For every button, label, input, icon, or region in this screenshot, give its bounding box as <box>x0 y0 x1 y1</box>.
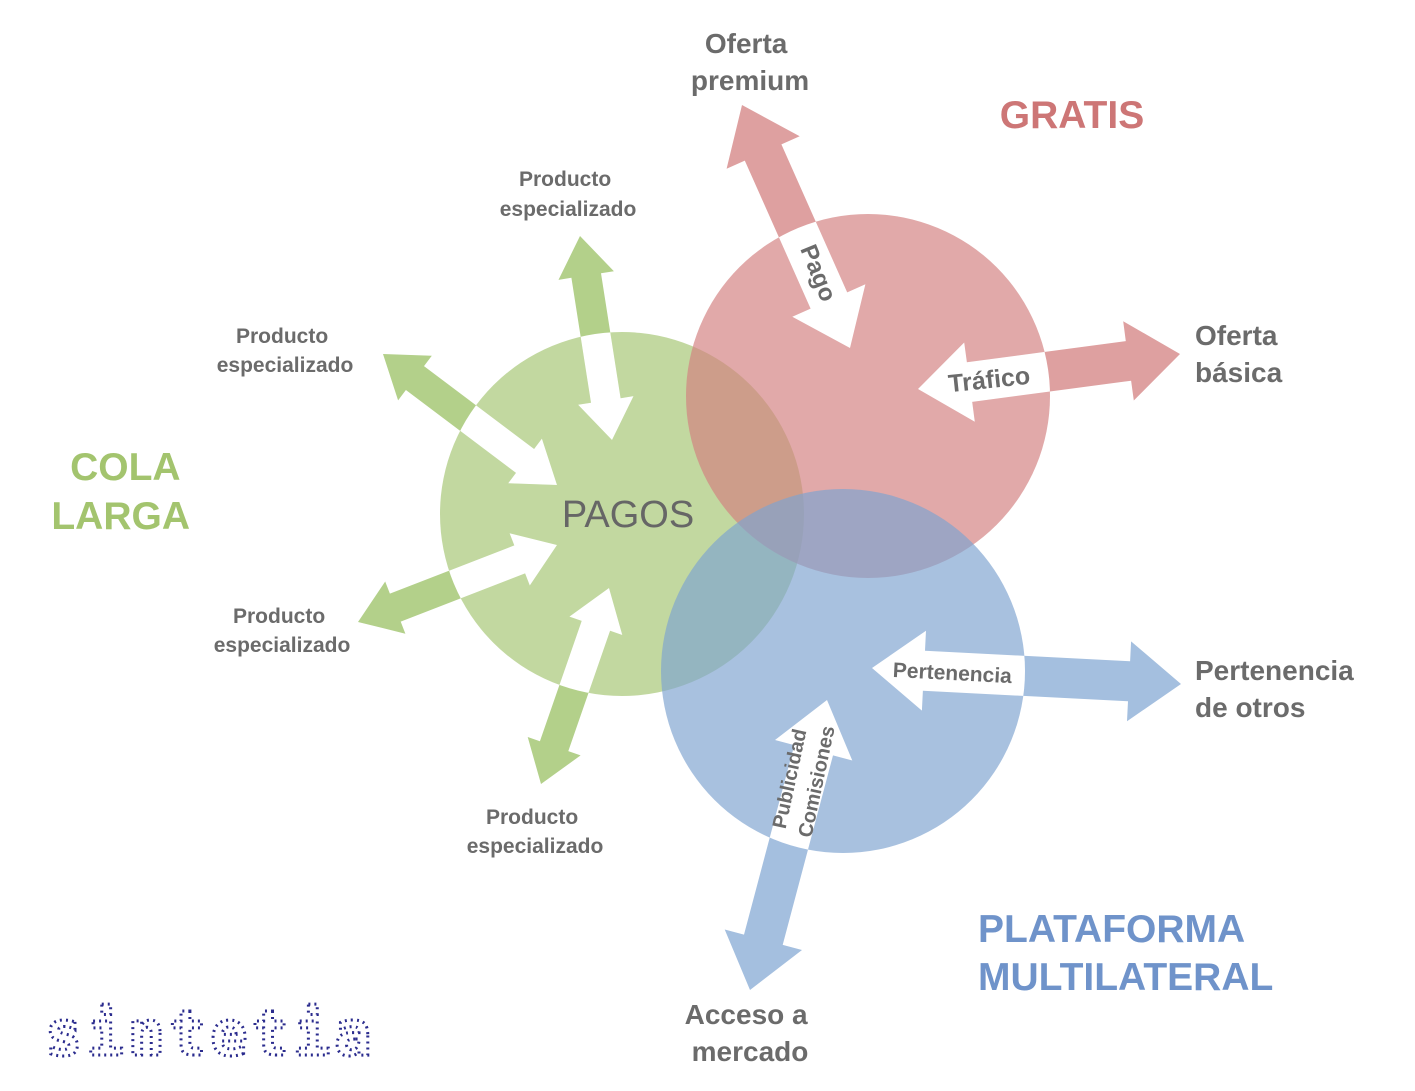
arrow-producto-top-inner <box>558 332 634 440</box>
gratis-title: GRATIS <box>1000 94 1144 137</box>
producto-top-line-1: Producto <box>519 168 611 191</box>
cola-larga-title: COLA LARGA <box>51 446 190 538</box>
gratis-circle <box>686 214 1050 578</box>
producto-label-bottom: Producto especializado <box>467 806 604 858</box>
arrow-producto-upper-left <box>383 354 557 485</box>
oferta-basica-label: Oferta básica <box>1195 320 1285 388</box>
producto-label-lower-left: Producto especializado <box>214 605 351 657</box>
pertenencia-otros-label: Pertenencia de otros <box>1195 655 1362 723</box>
arrow-oferta-premium <box>726 105 866 348</box>
producto-lower-left-line-1: Producto <box>233 605 325 628</box>
arrow-acceso-mercado <box>724 700 853 990</box>
acceso-mercado-label: Acceso a mercado <box>685 999 816 1067</box>
arrow-oferta-basica <box>918 321 1180 422</box>
acceso-mercado-line-2: mercado <box>692 1036 809 1067</box>
logo-text: sintetia <box>45 997 376 1070</box>
producto-upper-left-line-2: especializado <box>217 354 354 377</box>
plataforma-title: PLATAFORMA MULTILATERAL <box>978 908 1273 999</box>
arrow-pertenencia-otros-inner <box>872 630 1025 722</box>
producto-label-upper-left: Producto especializado <box>217 325 354 377</box>
arrow-producto-lower-left <box>358 533 557 634</box>
arrows-layer <box>358 105 1181 990</box>
oferta-premium-line-2: premium <box>691 65 809 96</box>
pertenencia-otros-line-1: Pertenencia <box>1195 655 1354 686</box>
plataforma-line-1: PLATAFORMA <box>978 908 1245 951</box>
arrow-pertenencia-otros <box>872 630 1181 722</box>
cola-larga-line-1: COLA <box>70 446 180 489</box>
plataforma-circle <box>661 489 1025 853</box>
oferta-premium-line-1: Oferta <box>705 28 788 59</box>
arrow-producto-lower-left-inner <box>440 533 557 634</box>
oferta-basica-line-2: básica <box>1195 357 1283 388</box>
producto-lower-left-line-2: especializado <box>214 634 351 657</box>
arrow-producto-upper-left-inner <box>440 354 557 485</box>
oferta-basica-line-1: Oferta <box>1195 320 1278 351</box>
producto-upper-left-line-1: Producto <box>236 325 328 348</box>
arrow-producto-top <box>558 236 634 440</box>
producto-label-top: Producto especializado <box>500 168 637 221</box>
pertenencia-otros-line-2: de otros <box>1195 692 1305 723</box>
oferta-premium-label: Oferta premium <box>691 28 809 96</box>
producto-bottom-line-2: especializado <box>467 835 604 858</box>
sintetia-logo: sintetia <box>44 996 376 1072</box>
acceso-mercado-line-1: Acceso a <box>685 999 808 1030</box>
arrow-producto-bottom <box>527 588 623 784</box>
arrow-producto-bottom-inner <box>527 588 623 696</box>
plataforma-line-2: MULTILATERAL <box>978 956 1273 999</box>
producto-bottom-line-1: Producto <box>486 806 578 829</box>
center-label: PAGOS <box>562 494 694 536</box>
producto-top-line-2: especializado <box>500 198 637 221</box>
cola-larga-line-2: LARGA <box>51 495 190 538</box>
